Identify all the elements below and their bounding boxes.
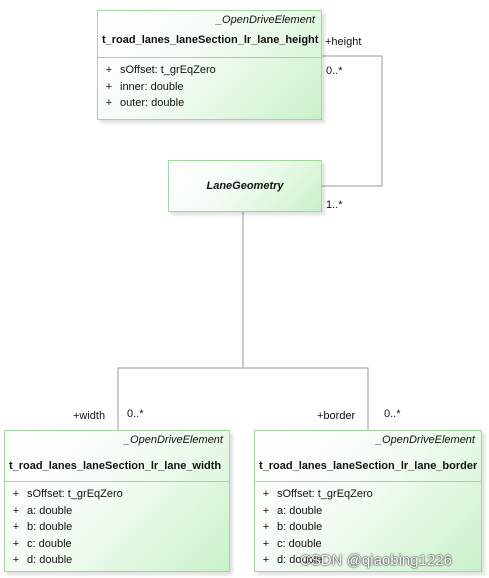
height-association-line <box>322 55 383 187</box>
stereotype-label: _OpenDriveElement <box>123 434 223 446</box>
width-multiplicity-label: 0..* <box>127 408 144 420</box>
attribute-row: +a: double <box>262 504 323 517</box>
attribute-list: +sOffset: t_grEqZero +inner: double +out… <box>98 58 321 112</box>
attribute-row: +c: double <box>12 537 72 550</box>
border-multiplicity-label: 0..* <box>384 408 401 420</box>
attribute-row: +c: double <box>262 537 322 550</box>
width-association-line <box>117 367 243 430</box>
attribute-row: +a: double <box>12 504 73 517</box>
watermark-text: CSDN @qiaobing1226 <box>300 552 452 569</box>
attribute-row: +sOffset: t_grEqZero <box>12 488 123 500</box>
stereotype-label: _OpenDriveElement <box>375 434 475 446</box>
border-role-label: +border <box>317 410 356 422</box>
class-header: _OpenDriveElement t_road_lanes_laneSecti… <box>98 11 321 58</box>
attribute-row: +d: double <box>262 554 323 566</box>
class-name: t_road_lanes_laneSection_lr_lane_height <box>102 34 319 46</box>
class-lane-height[interactable]: _OpenDriveElement t_road_lanes_laneSecti… <box>97 10 322 120</box>
class-lane-geometry[interactable]: LaneGeometry <box>168 160 322 212</box>
attribute-row: +b: double <box>12 521 73 533</box>
geometry-multiplicity-label: 1..* <box>326 199 343 211</box>
attribute-row: +d: double <box>12 554 73 566</box>
attribute-row: +sOffset: t_grEqZero <box>105 64 216 76</box>
width-role-label: +width <box>73 410 106 422</box>
stereotype-label: _OpenDriveElement <box>215 14 315 26</box>
attribute-row: +sOffset: t_grEqZero <box>262 488 373 500</box>
class-lane-width[interactable]: _OpenDriveElement t_road_lanes_laneSecti… <box>4 430 230 572</box>
attribute-list: +sOffset: t_grEqZero +a: double +b: doub… <box>255 482 481 569</box>
class-name: LaneGeometry <box>206 180 284 192</box>
attribute-list: +sOffset: t_grEqZero +a: double +b: doub… <box>5 482 229 569</box>
class-header: _OpenDriveElement t_road_lanes_laneSecti… <box>255 431 481 482</box>
height-multiplicity-label: 0..* <box>326 65 343 77</box>
class-name: t_road_lanes_laneSection_lr_lane_border <box>259 460 478 472</box>
attribute-row: +b: double <box>262 521 323 533</box>
border-association-line <box>243 367 369 430</box>
class-lane-border[interactable]: _OpenDriveElement t_road_lanes_laneSecti… <box>254 430 482 572</box>
attribute-row: +inner: double <box>105 80 184 93</box>
attribute-row: +outer: double <box>105 97 185 109</box>
class-name: t_road_lanes_laneSection_lr_lane_width <box>9 460 222 472</box>
class-header: _OpenDriveElement t_road_lanes_laneSecti… <box>5 431 229 482</box>
height-role-label: +height <box>325 36 362 48</box>
